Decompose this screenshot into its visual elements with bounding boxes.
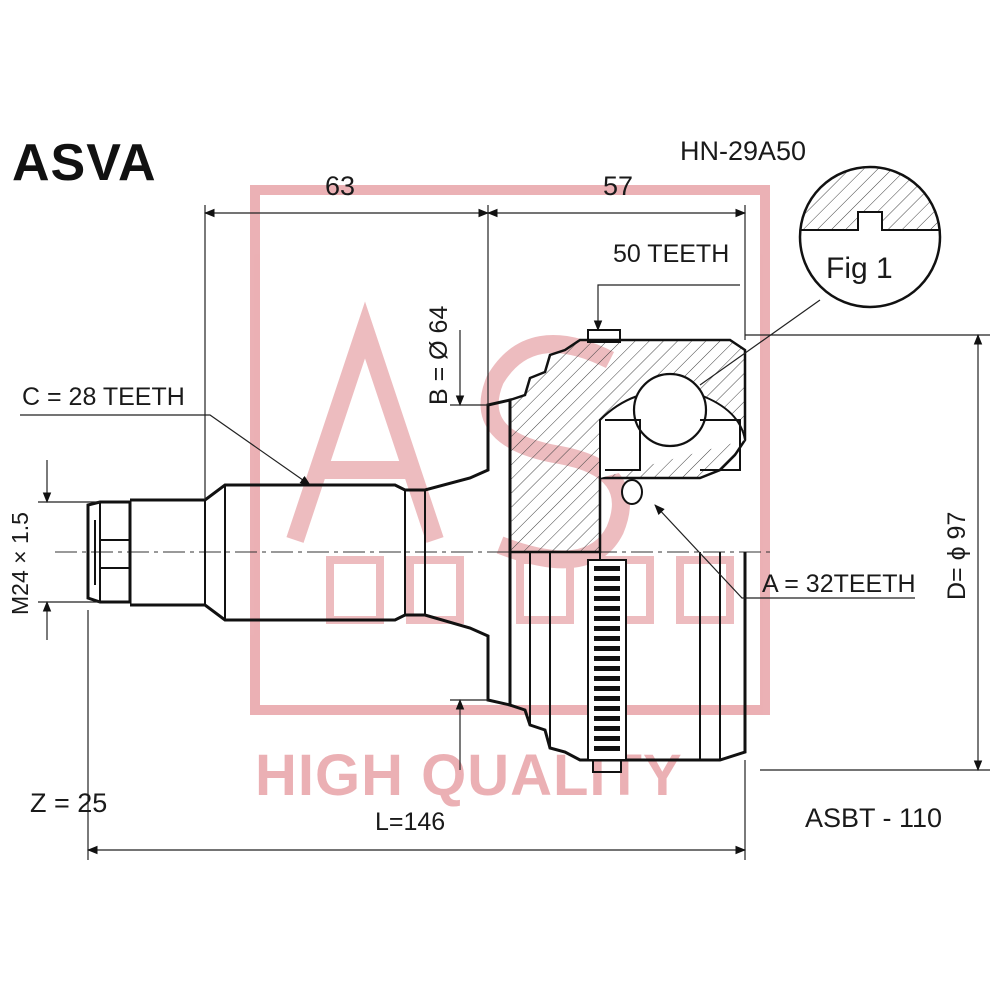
shaft	[130, 398, 512, 707]
abs-tooth	[594, 636, 620, 641]
dim-inner-teeth: A = 32TEETH	[762, 570, 916, 598]
abs-tooth	[594, 586, 620, 591]
part-number: HN-29A50	[680, 136, 806, 166]
reference-code: ASBT - 110	[805, 803, 942, 833]
inner-race-pin	[621, 479, 643, 505]
dim-thread: M24 × 1.5	[7, 512, 33, 615]
abs-tooth	[594, 716, 620, 721]
outer-bell-lower	[508, 552, 747, 762]
abs-tooth	[594, 676, 620, 681]
ball-bearing	[632, 372, 708, 448]
abs-tooth	[594, 646, 620, 651]
abs-tooth	[594, 666, 620, 671]
dim-abs-teeth: Z = 25	[30, 788, 107, 818]
dimension-lines	[20, 205, 990, 860]
dim-outer-teeth: 50 TEETH	[613, 240, 729, 268]
dim-shaft-teeth: C = 28 TEETH	[22, 383, 185, 411]
abs-tooth	[594, 606, 620, 611]
dim-total-length: L=146	[375, 808, 445, 836]
abs-tooth	[594, 726, 620, 731]
brand-logo-text: ASVA	[12, 134, 157, 192]
dim-length-left: 63	[325, 171, 355, 201]
fig1-detail: Fig 1	[798, 165, 942, 309]
abs-tooth	[594, 736, 620, 741]
watermark-frame	[250, 185, 770, 715]
abs-tooth	[594, 596, 620, 601]
abs-tooth	[594, 656, 620, 661]
abs-tooth	[594, 576, 620, 581]
fig1-label: Fig 1	[826, 252, 893, 285]
abs-tooth	[594, 706, 620, 711]
abs-tooth	[594, 626, 620, 631]
abs-tooth	[594, 696, 620, 701]
abs-tooth	[594, 746, 620, 751]
dim-outer-diameter: D= ϕ 97	[943, 512, 971, 600]
abs-tooth	[594, 686, 620, 691]
abs-tooth	[594, 616, 620, 621]
abs-ring-teeth	[594, 566, 620, 751]
watermark-letter-a	[286, 301, 444, 543]
abs-tooth	[594, 566, 620, 571]
dim-bore: B = Ø 64	[425, 306, 453, 405]
outer-bell-section	[508, 329, 747, 554]
abs-ring	[587, 559, 627, 773]
dim-length-right: 57	[603, 171, 633, 201]
